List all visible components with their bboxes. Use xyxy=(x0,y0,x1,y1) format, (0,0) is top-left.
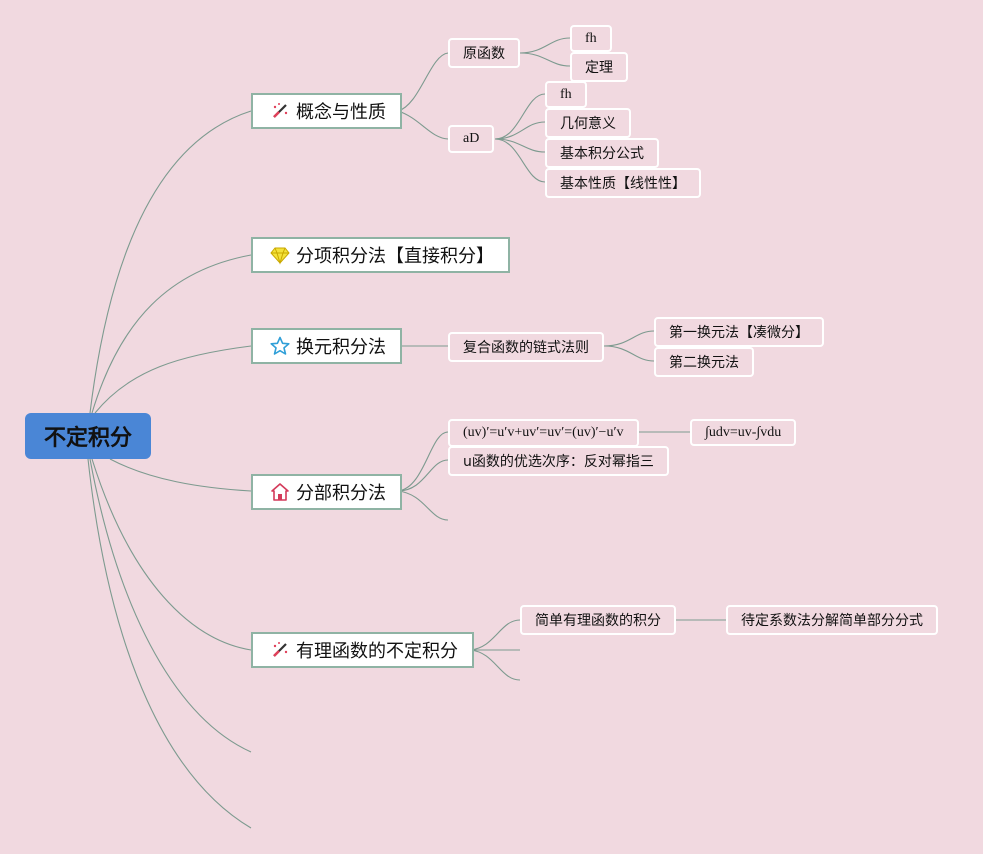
connector-indefinite-geometry xyxy=(494,121,546,140)
subtopic-indefinite-fh[interactable]: fh xyxy=(545,81,587,108)
connector-chain-second xyxy=(603,345,655,362)
root-topic-label: 不定积分 xyxy=(43,426,132,451)
subtopic-product-rule-formula-label: (uv)′=u′v+uv′=uv′=(uv)′−u′v xyxy=(463,425,624,440)
connector-indefinite-fh xyxy=(494,93,546,140)
subtopic-second-substitution-label: 第二换元法 xyxy=(669,355,739,371)
topic-rational-functions-label: 有理函数的不定积分 xyxy=(296,641,458,662)
subtopic-basic-formulas[interactable]: 基本积分公式 xyxy=(545,138,659,168)
subtopic-theorem-label: 定理 xyxy=(585,60,613,76)
subtopic-antiderivative-fh-label: fh xyxy=(585,30,597,46)
connector-root-parts xyxy=(109,458,252,492)
connector-rational-simple xyxy=(469,619,521,651)
connector-root-concept xyxy=(89,110,252,414)
subtopic-product-rule-formula[interactable]: (uv)′=u′v+uv′=uv′=(uv)′−u′v xyxy=(448,419,639,447)
topic-substitution-label: 换元积分法 xyxy=(296,337,386,358)
topic-substitution[interactable]: 换元积分法 xyxy=(251,328,402,364)
connector-parts-formula xyxy=(397,431,449,492)
topic-integration-by-parts[interactable]: 分部积分法 xyxy=(251,474,402,510)
subtopic-geometric-meaning-label: 几何意义 xyxy=(560,116,616,132)
connector-concept-antiderivative xyxy=(397,52,449,112)
connector-root-empty-2 xyxy=(87,458,252,829)
subtopic-partial-fractions[interactable]: 待定系数法分解简单部分分式 xyxy=(726,605,938,635)
subtopic-u-priority-label: u函数的优选次序：反对幂指三 xyxy=(463,454,654,470)
subtopic-parts-formula[interactable]: ∫udv=uv-∫vdu xyxy=(690,419,797,446)
subtopic-antiderivative-fh[interactable]: fh xyxy=(570,25,612,52)
subtopic-parts-formula-label: ∫udv=uv-∫vdu xyxy=(705,424,782,440)
house-icon xyxy=(269,481,291,503)
connector-antiderivative-theorem xyxy=(519,52,571,67)
subtopic-second-substitution[interactable]: 第二换元法 xyxy=(654,347,754,377)
connector-rational-empty-2 xyxy=(469,649,521,681)
subtopic-geometric-meaning[interactable]: 几何意义 xyxy=(545,108,631,138)
subtopic-indefinite-label: aD xyxy=(463,131,480,146)
subtopic-simple-rational[interactable]: 简单有理函数的积分 xyxy=(520,605,676,635)
subtopic-partial-fractions-label: 待定系数法分解简单部分分式 xyxy=(741,613,923,629)
connector-root-empty-1 xyxy=(89,458,252,753)
subtopic-antiderivative-label: 原函数 xyxy=(463,46,505,62)
topic-split-integration-label: 分项积分法【直接积分】 xyxy=(296,246,494,267)
subtopic-simple-rational-label: 简单有理函数的积分 xyxy=(535,613,661,629)
subtopic-first-substitution[interactable]: 第一换元法【凑微分】 xyxy=(654,317,824,347)
subtopic-first-substitution-label: 第一换元法【凑微分】 xyxy=(669,325,809,341)
star-icon xyxy=(269,335,291,357)
magic-wand-icon xyxy=(269,639,291,661)
root-topic[interactable]: 不定积分 xyxy=(25,413,151,459)
topic-split-integration[interactable]: 分项积分法【直接积分】 xyxy=(251,237,510,273)
diamond-icon xyxy=(269,244,291,266)
connector-root-split xyxy=(91,254,252,414)
subtopic-antiderivative[interactable]: 原函数 xyxy=(448,38,520,68)
connector-antiderivative-fh xyxy=(519,37,571,54)
subtopic-u-priority[interactable]: u函数的优选次序：反对幂指三 xyxy=(448,446,669,476)
magic-wand-icon xyxy=(269,100,291,122)
topic-concept[interactable]: 概念与性质 xyxy=(251,93,402,129)
subtopic-indefinite[interactable]: aD xyxy=(448,125,495,153)
topic-rational-functions[interactable]: 有理函数的不定积分 xyxy=(251,632,474,668)
subtopic-chain-rule-label: 复合函数的链式法则 xyxy=(463,340,589,356)
connector-root-substitution xyxy=(94,345,252,414)
topic-integration-by-parts-label: 分部积分法 xyxy=(296,483,386,504)
connector-parts-order xyxy=(397,459,449,492)
subtopic-theorem[interactable]: 定理 xyxy=(570,52,628,82)
connector-chain-first xyxy=(603,330,655,347)
subtopic-linearity-label: 基本性质【线性性】 xyxy=(560,176,686,192)
subtopic-indefinite-fh-label: fh xyxy=(560,86,572,102)
connector-indefinite-linearity xyxy=(494,138,546,183)
subtopic-linearity[interactable]: 基本性质【线性性】 xyxy=(545,168,701,198)
subtopic-basic-formulas-label: 基本积分公式 xyxy=(560,146,644,162)
topic-concept-label: 概念与性质 xyxy=(296,102,386,123)
connector-concept-indefinite xyxy=(397,110,449,140)
connector-root-rational xyxy=(91,458,252,651)
connector-parts-empty xyxy=(397,490,449,521)
subtopic-chain-rule[interactable]: 复合函数的链式法则 xyxy=(448,332,604,362)
